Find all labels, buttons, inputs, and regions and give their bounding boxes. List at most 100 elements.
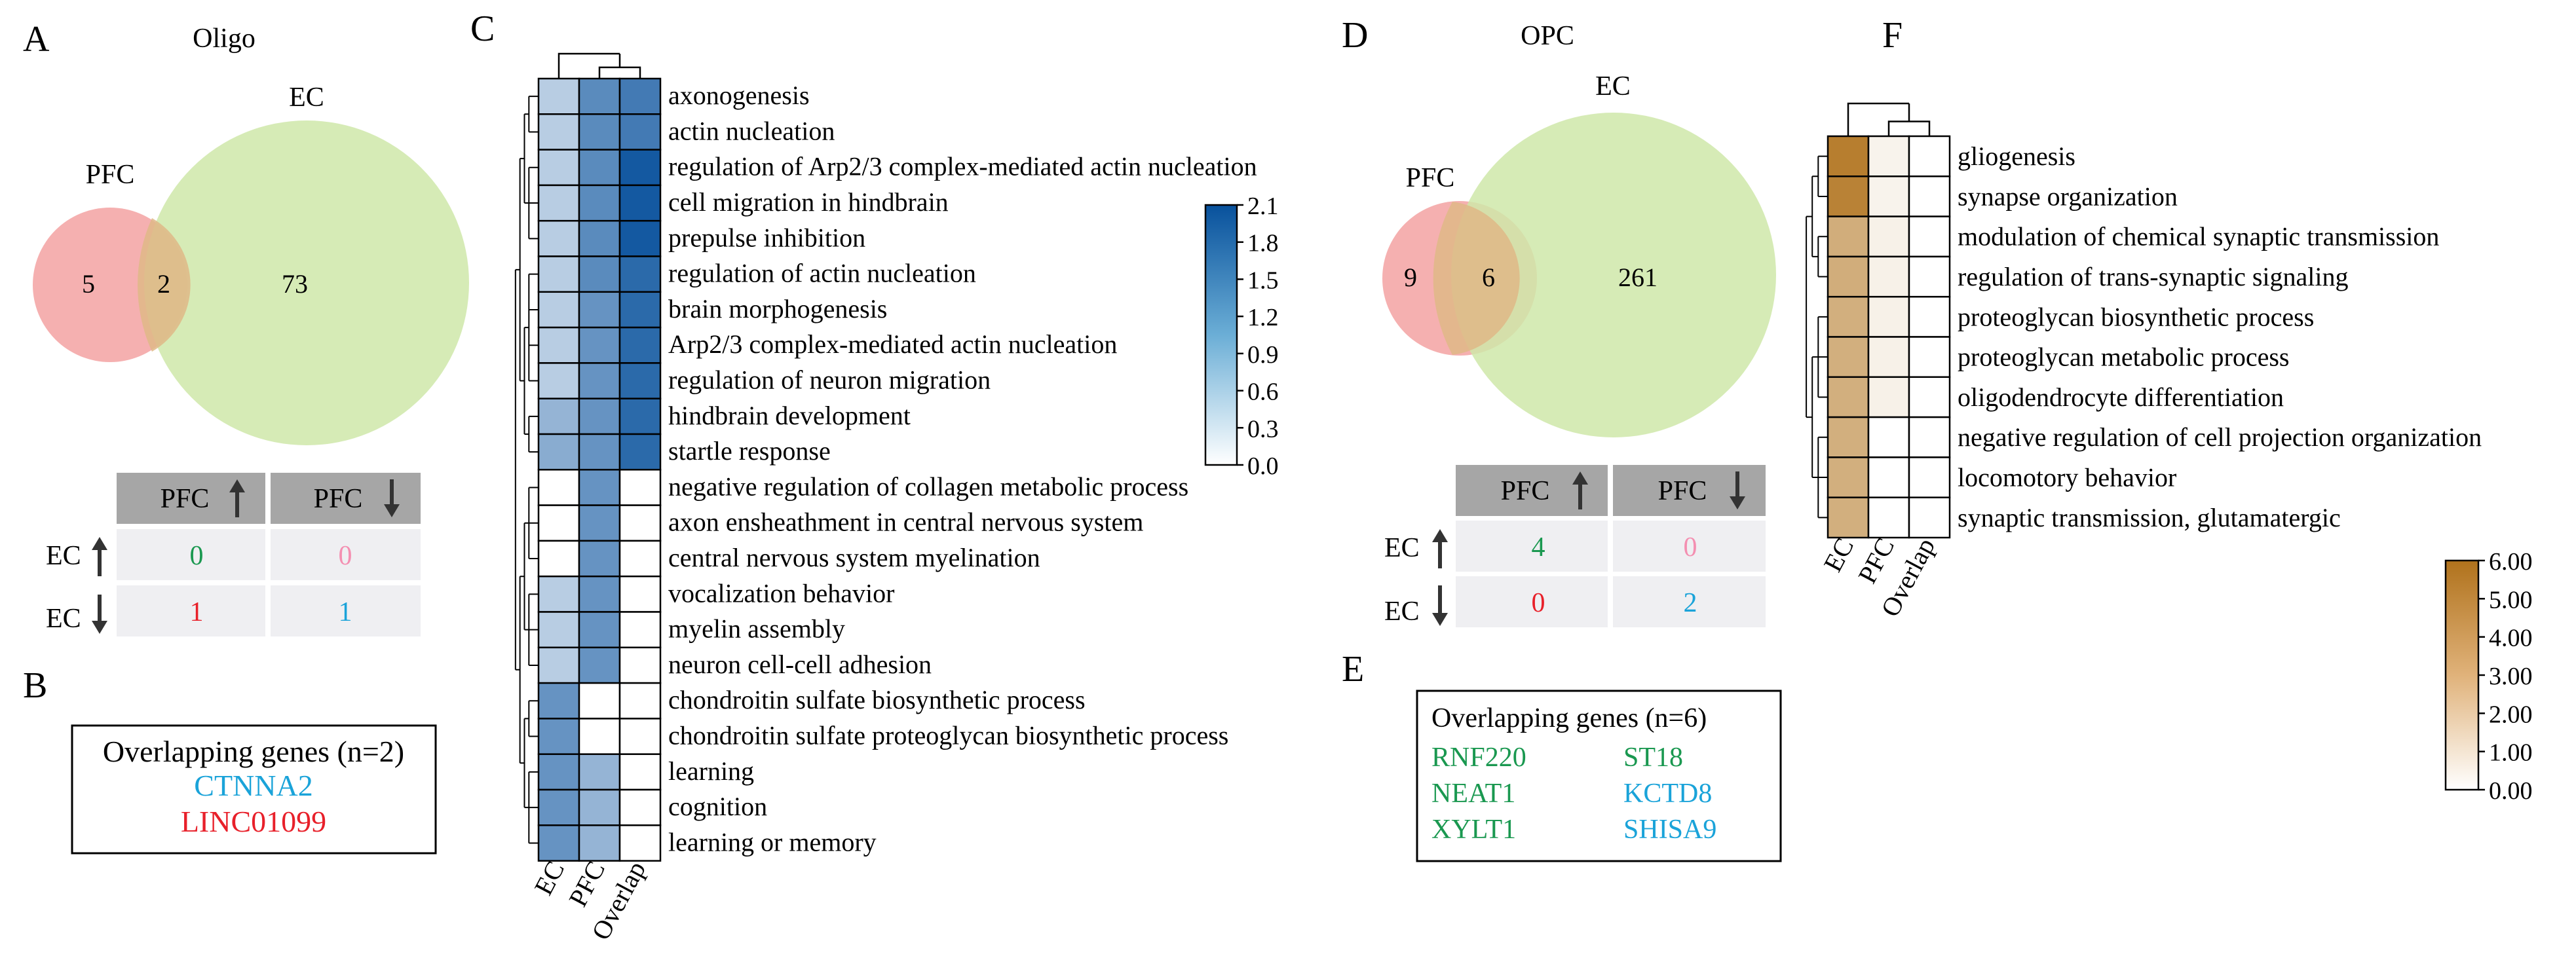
heatmap-cell bbox=[578, 433, 621, 471]
heatmap-cell bbox=[1908, 416, 1951, 458]
colorbar-tick-label: 2.00 bbox=[2489, 701, 2533, 728]
arrow-down-icon bbox=[384, 479, 400, 517]
table-opc-cell-down-down bbox=[1613, 576, 1766, 627]
heatmap-cell bbox=[578, 682, 621, 720]
heatmap-row-label: learning bbox=[668, 756, 754, 786]
heatmap-row-label: negative regulation of collagen metaboli… bbox=[668, 471, 1188, 501]
arrow-up-icon bbox=[1572, 471, 1588, 509]
heatmap-cell bbox=[537, 469, 580, 506]
gene-label: ST18 bbox=[1623, 743, 1683, 773]
venn-opc-overlap bbox=[1433, 202, 1520, 355]
heatmap-cell bbox=[578, 397, 621, 435]
gene-label: SHISA9 bbox=[1623, 815, 1716, 845]
heatmap-row-label: negative regulation of cell projection o… bbox=[1958, 422, 2482, 452]
heatmap-row-label: axon ensheathment in central nervous sys… bbox=[668, 507, 1143, 537]
heatmap-cell bbox=[1867, 295, 1910, 338]
heatmap-row-label: Arp2/3 complex-mediated actin nucleation bbox=[668, 329, 1117, 359]
heatmap-row-label: gliogenesis bbox=[1958, 141, 2075, 171]
heatmap-cell bbox=[1867, 456, 1910, 498]
heatmap-cell bbox=[618, 540, 662, 578]
heatmap-cell bbox=[537, 540, 580, 578]
panel-label-c: C bbox=[470, 9, 495, 49]
heatmap-cell bbox=[1908, 175, 1951, 217]
heatmap-cell bbox=[618, 504, 662, 542]
table-oligo-header-pfc-down bbox=[271, 473, 421, 524]
arrow-down-icon bbox=[92, 595, 107, 634]
venn-oligo-overlap-count: 2 bbox=[157, 269, 170, 299]
genes-box-oligo: Overlapping genes (n=2) CTNNA2 LINC01099 bbox=[71, 724, 437, 855]
heatmap-cell bbox=[578, 77, 621, 115]
colorbar-tick-label: 2.1 bbox=[1247, 193, 1279, 220]
heatmap-row-label: modulation of chemical synaptic transmis… bbox=[1958, 222, 2439, 251]
venn-opc-left-count: 9 bbox=[1404, 263, 1417, 292]
table-opc-col1: PFC bbox=[1501, 476, 1550, 506]
heatmap-cell bbox=[578, 255, 621, 293]
heatmap-row-label: cell migration in hindbrain bbox=[668, 187, 949, 217]
row-dendrogram bbox=[1806, 155, 1828, 519]
table-oligo-cell-up-up bbox=[117, 529, 265, 580]
heatmap-cell bbox=[537, 149, 580, 187]
heatmap-cell bbox=[1827, 336, 1870, 378]
colorbar-tick-label: 6.00 bbox=[2489, 548, 2533, 576]
table-oligo-cell-up-down bbox=[271, 529, 421, 580]
venn-opc-title: OPC bbox=[1521, 21, 1574, 51]
column-dendrogram bbox=[558, 52, 641, 79]
heatmap-cell bbox=[618, 77, 662, 115]
arrow-up-icon bbox=[1432, 529, 1448, 568]
venn-opc: OPC PFC EC 9 6 261 bbox=[1382, 21, 1776, 437]
heatmap-cell bbox=[578, 113, 621, 151]
heatmap-cell bbox=[618, 824, 662, 862]
row-dendrogram bbox=[514, 96, 539, 844]
heatmap-cell bbox=[578, 149, 621, 187]
panel-label-e: E bbox=[1342, 649, 1364, 690]
heatmap-cell bbox=[1867, 135, 1910, 177]
table-opc-header-pfc-up bbox=[1456, 465, 1608, 516]
gene-label: KCTD8 bbox=[1623, 779, 1712, 809]
heatmap-cell bbox=[578, 753, 621, 791]
heatmap-cell bbox=[578, 362, 621, 399]
heatmap-cell bbox=[618, 113, 662, 151]
venn-opc-overlap-count: 6 bbox=[1482, 263, 1495, 292]
heatmap-cell bbox=[618, 255, 662, 293]
heatmap-cell bbox=[1827, 376, 1870, 418]
venn-opc-right-count: 261 bbox=[1618, 263, 1657, 292]
heatmap-cell bbox=[618, 788, 662, 826]
heatmap-cell bbox=[1827, 215, 1870, 258]
table-oligo-row2: EC bbox=[46, 604, 81, 634]
heatmap-cell bbox=[578, 504, 621, 542]
heatmap-cell bbox=[1908, 496, 1951, 539]
panel-label-a: A bbox=[23, 19, 50, 60]
heatmap-cell bbox=[618, 184, 662, 222]
table-oligo-col1: PFC bbox=[161, 484, 210, 514]
colorbar-tick-label: 0.3 bbox=[1247, 415, 1279, 443]
heatmap-row-label: regulation of neuron migration bbox=[668, 365, 991, 394]
gene-label: RNF220 bbox=[1431, 743, 1526, 773]
gene-label: XYLT1 bbox=[1431, 815, 1516, 845]
heatmap-row-label: regulation of trans-synaptic signaling bbox=[1958, 262, 2349, 291]
heatmap-row-label: myelin assembly bbox=[668, 614, 845, 644]
table-oligo-row1: EC bbox=[46, 541, 81, 571]
heatmap-cell bbox=[1908, 295, 1951, 338]
arrow-up-icon bbox=[92, 537, 107, 576]
heatmap-row-label: synaptic transmission, glutamatergic bbox=[1958, 503, 2341, 532]
heatmap-cell bbox=[618, 291, 662, 329]
heatmap-cell bbox=[1908, 376, 1951, 418]
panel-label-f: F bbox=[1882, 15, 1903, 56]
heatmap-cell bbox=[1908, 456, 1951, 498]
heatmap-cell bbox=[1827, 175, 1870, 217]
venn-opc-ec-circle bbox=[1451, 113, 1776, 437]
heatmap-cell bbox=[1827, 416, 1870, 458]
heatmap-cell bbox=[618, 646, 662, 684]
heatmap-row-label: proteoglycan metabolic process bbox=[1958, 342, 2289, 372]
heatmap-cell bbox=[1867, 175, 1910, 217]
heatmap-row-label: cognition bbox=[668, 792, 767, 821]
heatmap-row-label: actin nucleation bbox=[668, 116, 835, 145]
venn-opc-right-label: EC bbox=[1595, 71, 1631, 101]
panel-label-b: B bbox=[23, 665, 47, 706]
heatmap-cell bbox=[537, 504, 580, 542]
heatmap-cell bbox=[618, 753, 662, 791]
heatmap-cell bbox=[578, 718, 621, 755]
heatmap-cell bbox=[1908, 336, 1951, 378]
